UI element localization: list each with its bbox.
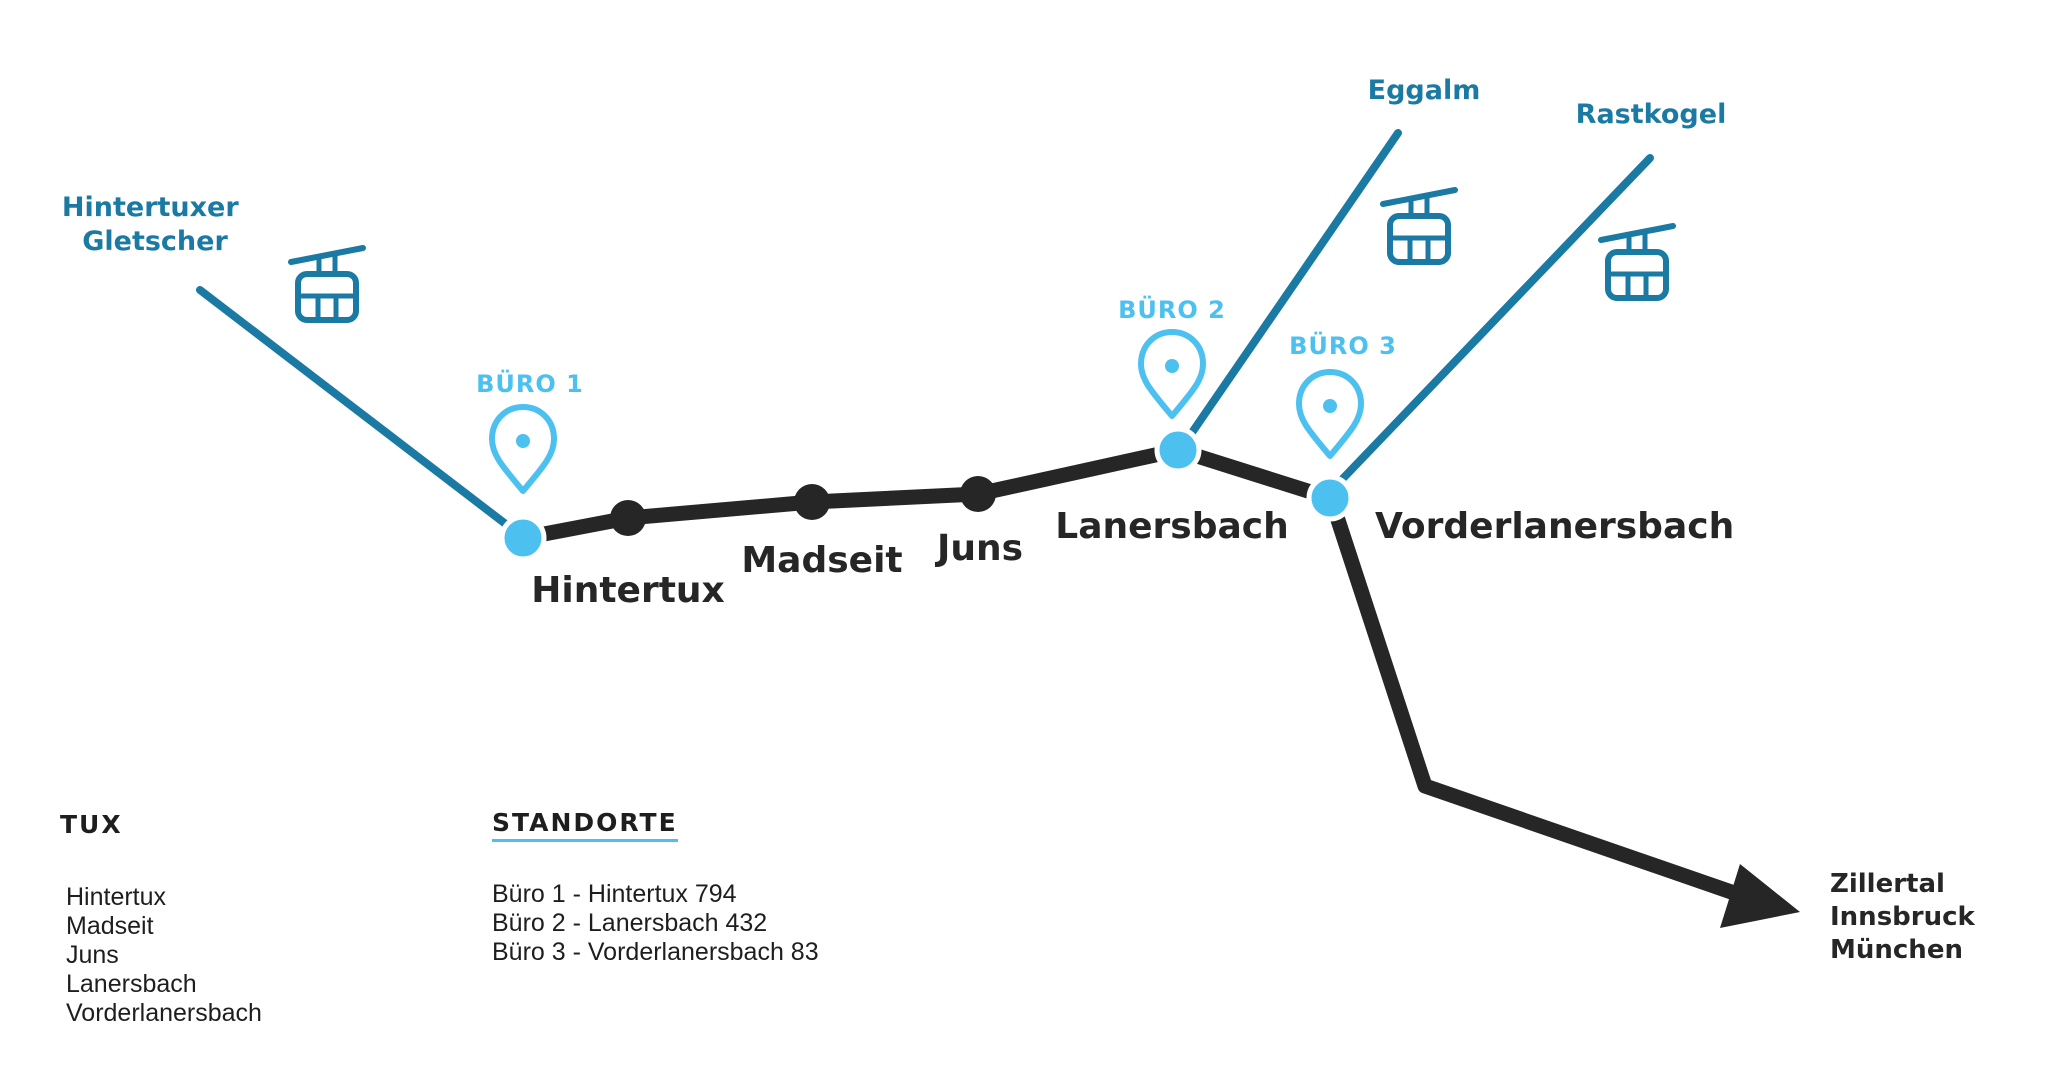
office-name: Büro 2 -	[492, 909, 581, 937]
town-label-juns: Juns	[934, 528, 1023, 569]
standorte-legend-title: STANDORTE	[492, 808, 678, 842]
town-dot-juns	[960, 476, 996, 512]
town-dot-madseit	[794, 484, 830, 520]
location-pin-icon[interactable]	[1141, 332, 1203, 416]
town-dot-hintertux	[610, 500, 646, 536]
office-stops	[499, 426, 1354, 562]
tux-legend-title: TUX	[60, 810, 123, 839]
list-item: Vorderlanersbach	[66, 999, 262, 1027]
town-label-hintertux: Hintertux	[531, 570, 725, 611]
office-name: Büro 1 -	[492, 880, 581, 908]
office-stop-2	[1154, 426, 1202, 474]
office-label-2: BÜRO 2	[1118, 294, 1226, 324]
office-label-3: BÜRO 3	[1289, 330, 1397, 360]
tux-legend: TUX Hintertux Madseit Juns Lanersbach Vo…	[60, 810, 380, 1028]
lift-label-rastkogel: Rastkogel	[1576, 99, 1727, 130]
town-label-lanersbach: Lanersbach	[1055, 506, 1289, 547]
list-item: Büro 2 - Lanersbach 432	[492, 909, 1012, 938]
office-stop-3	[1306, 474, 1354, 522]
lift-line-rastkogel	[1326, 154, 1654, 496]
list-item: Büro 1 - Hintertux 794	[492, 880, 1012, 909]
list-item: Büro 3 - Vorderlanersbach 83	[492, 938, 1012, 967]
office-address: Hintertux 794	[587, 880, 737, 908]
office-address: Lanersbach 432	[587, 909, 768, 937]
destination-label: Zillertal Innsbruck München	[1830, 869, 1984, 965]
road-to-destination	[1330, 512, 1748, 903]
cable-car-icon	[1383, 190, 1455, 262]
cable-car-icon	[291, 248, 363, 320]
office-stop-1	[499, 514, 547, 562]
list-item: Hintertux	[66, 883, 167, 911]
lift-line-eggalm	[1176, 129, 1402, 454]
list-item: Juns	[66, 941, 119, 969]
office-name: Büro 3 -	[492, 938, 581, 966]
cable-car-icon	[1601, 226, 1673, 298]
town-label-madseit: Madseit	[741, 540, 902, 581]
list-item: Lanersbach	[66, 970, 197, 998]
town-label-vorderlanersbach: Vorderlanersbach	[1375, 506, 1734, 547]
lift-lines	[196, 129, 1654, 539]
lift-label-eggalm: Eggalm	[1368, 75, 1481, 106]
standorte-legend-list: Büro 1 - Hintertux 794 Büro 2 - Lanersba…	[492, 880, 1012, 967]
list-item: Madseit	[66, 912, 154, 940]
lift-label-hintertuxer-gletscher: Hintertuxer Gletscher	[62, 192, 248, 257]
destination-arrow-icon	[1720, 864, 1800, 928]
tux-legend-list: Hintertux Madseit Juns Lanersbach Vorder…	[66, 883, 380, 1028]
office-address: Vorderlanersbach 83	[587, 938, 819, 966]
location-pin-icon[interactable]	[492, 407, 554, 491]
office-label-1: BÜRO 1	[476, 368, 584, 398]
standorte-legend: STANDORTE Büro 1 - Hintertux 794 Büro 2 …	[492, 808, 1012, 967]
town-dots	[610, 476, 996, 536]
location-pin-icon[interactable]	[1299, 372, 1361, 456]
lift-line-hintertuxer-gletscher	[196, 286, 524, 539]
